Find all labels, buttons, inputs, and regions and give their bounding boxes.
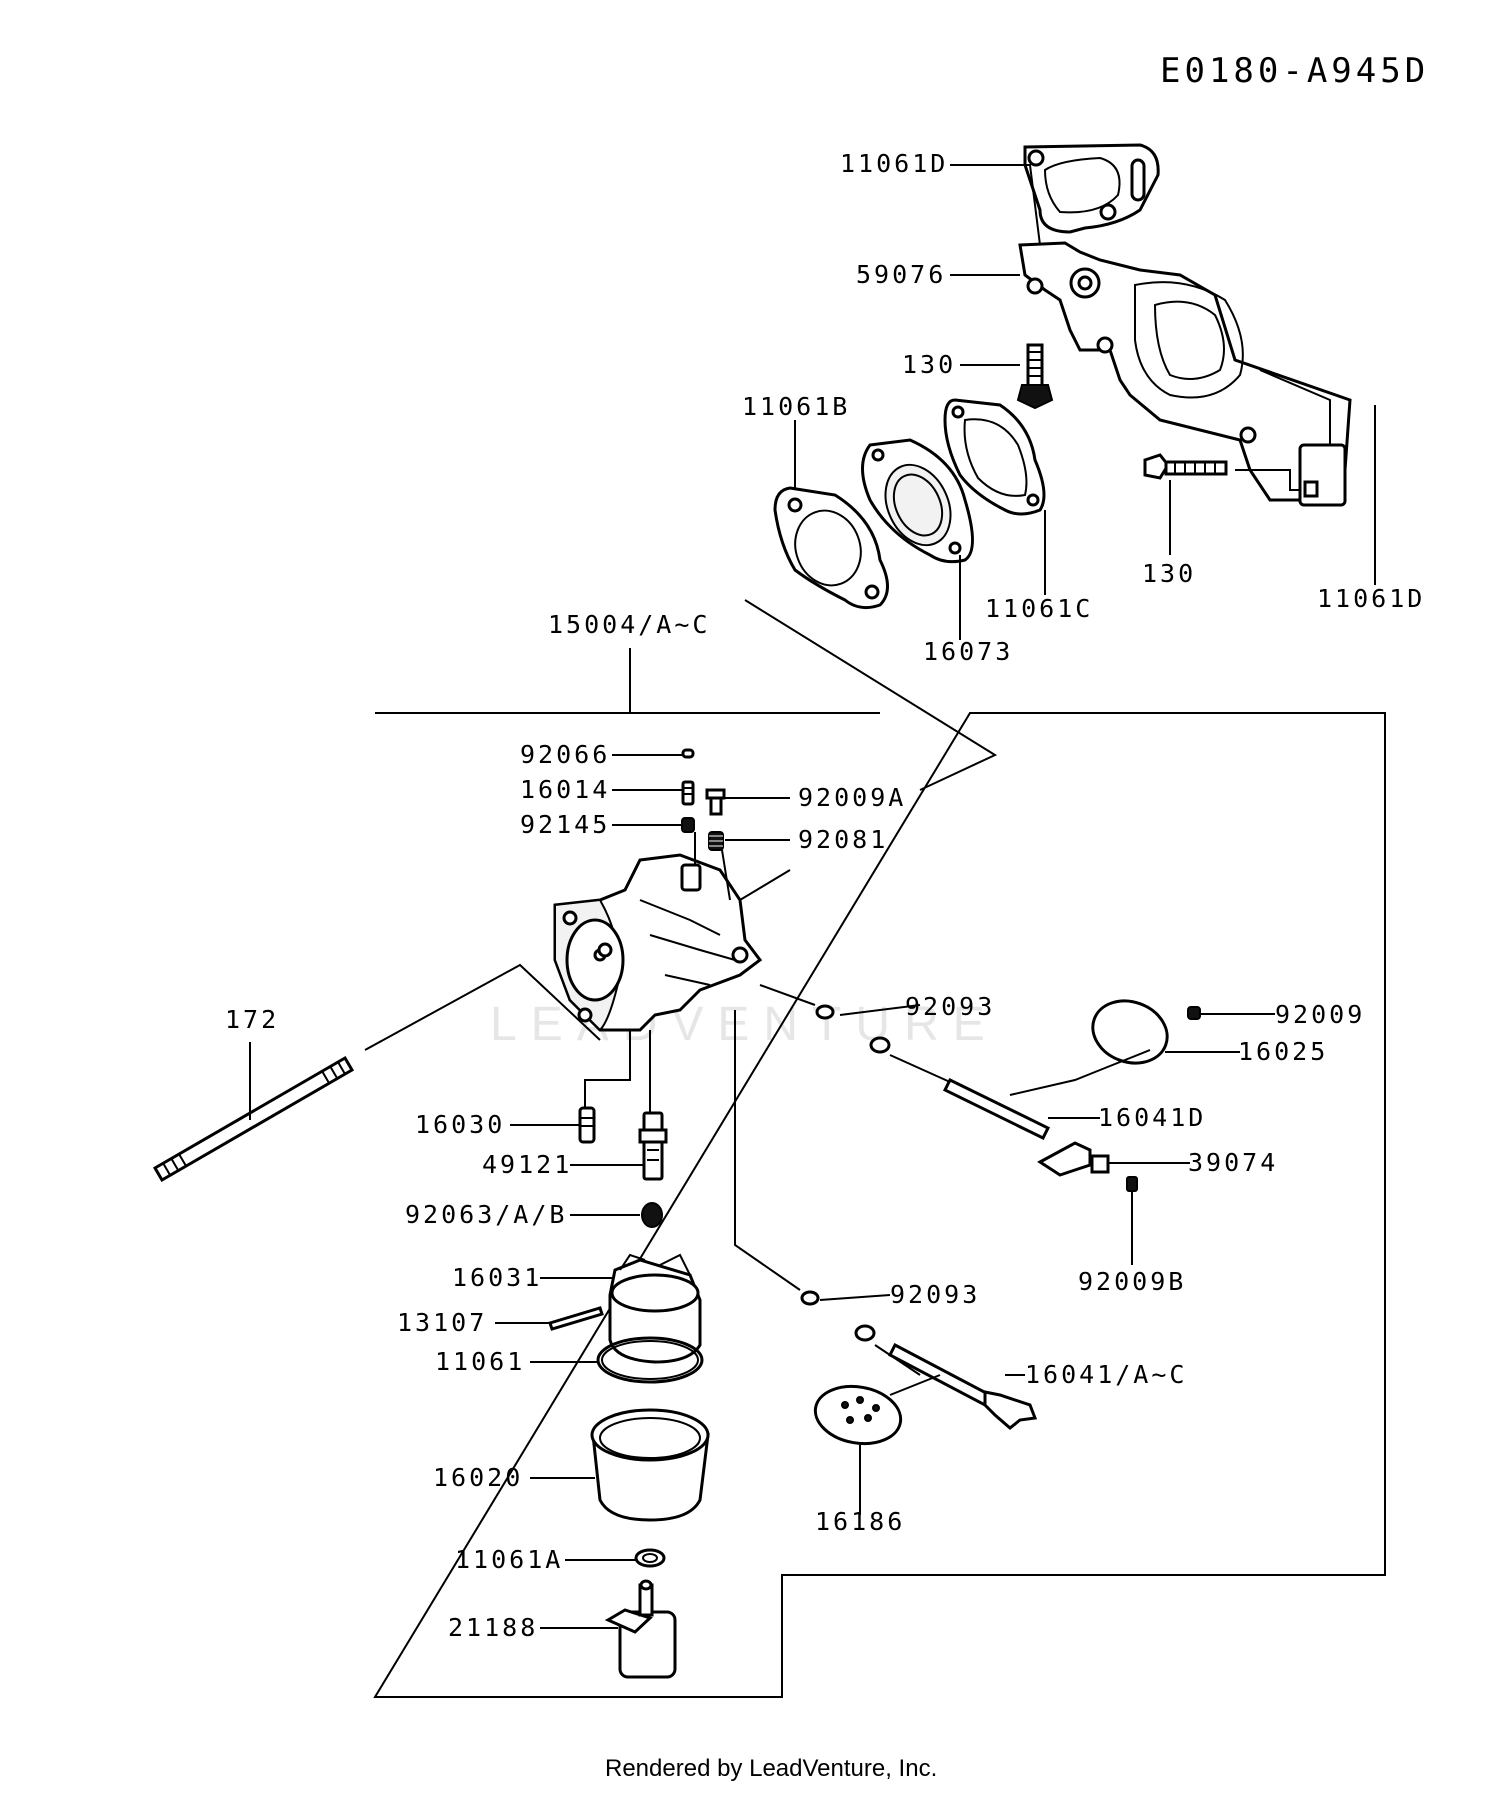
label-11061: 11061: [435, 1347, 525, 1376]
label-11061C: 11061C: [985, 594, 1093, 623]
part-screw-92009B: [1126, 1176, 1138, 1192]
label-21188: 21188: [448, 1613, 538, 1642]
label-92066: 92066: [520, 740, 610, 769]
part-plate-16186: [813, 1384, 903, 1446]
part-stud-172: [152, 1055, 355, 1183]
part-manifold-59076: [1018, 241, 1352, 507]
label-16186: 16186: [815, 1507, 905, 1536]
label-16020: 16020: [433, 1463, 523, 1492]
label-39074: 39074: [1188, 1148, 1278, 1177]
diagram-code: E0180-A945D: [1160, 51, 1429, 91]
part-gasket-11061B: [773, 486, 889, 610]
part-gasket-11061D-top: [1023, 143, 1160, 234]
part-labels: 11061D 59076 130 11061B 130 11061D 11061…: [225, 149, 1425, 1642]
label-130-a: 130: [902, 350, 956, 379]
label-172: 172: [225, 1005, 279, 1034]
label-16030: 16030: [415, 1110, 505, 1139]
part-92081: [708, 831, 724, 851]
label-11061B: 11061B: [742, 392, 850, 421]
part-shaft-16041D: [942, 1077, 1051, 1141]
label-11061D-right: 11061D: [1317, 584, 1425, 613]
label-16041D: 16041D: [1098, 1103, 1206, 1132]
label-92093-b: 92093: [890, 1280, 980, 1309]
part-oring-11061: [596, 1336, 704, 1384]
part-washer-11061A: [634, 1548, 666, 1568]
part-nozzle-49121: [638, 1111, 668, 1181]
part-gasket-11061C: [943, 398, 1046, 516]
part-washer-92093-a: [815, 1004, 891, 1054]
label-16041AC: 16041/A~C: [1025, 1360, 1187, 1389]
part-washer-92093-b: [800, 1290, 876, 1342]
label-13107: 13107: [397, 1308, 487, 1337]
part-lever-39074: [1037, 1141, 1110, 1177]
label-92009A: 92009A: [798, 783, 906, 812]
footer-credit: Rendered by LeadVenture, Inc.: [605, 1755, 937, 1782]
label-92081: 92081: [798, 825, 888, 854]
label-11061D-top: 11061D: [840, 149, 948, 178]
part-insulator-16073: [861, 438, 974, 564]
label-16031: 16031: [452, 1263, 542, 1292]
label-92093-a: 92093: [905, 992, 995, 1021]
part-pin-13107: [548, 1306, 604, 1331]
part-plate-16025: [1091, 999, 1169, 1065]
label-49121: 49121: [482, 1150, 572, 1179]
part-float-16031: [608, 1253, 702, 1364]
leader-lines: [249, 164, 1376, 1629]
label-92009B: 92009B: [1078, 1267, 1186, 1296]
part-jet-16030: [578, 1106, 596, 1144]
part-92009A: [705, 788, 726, 816]
label-16025: 16025: [1238, 1037, 1328, 1066]
label-92145: 92145: [520, 810, 610, 839]
part-bolt-130-a: [1016, 343, 1054, 410]
label-92063: 92063/A/B: [405, 1200, 567, 1229]
label-92009: 92009: [1275, 1000, 1365, 1029]
part-16014: [681, 780, 695, 806]
part-bolt-130-b: [1143, 453, 1228, 480]
carburetor-group-outline: [373, 712, 1386, 1698]
part-screw-92009: [1187, 1006, 1201, 1020]
label-59076: 59076: [856, 260, 946, 289]
label-130-b: 130: [1142, 559, 1196, 588]
label-11061A: 11061A: [455, 1545, 563, 1574]
part-solenoid-21188: [604, 1579, 677, 1679]
part-92066: [681, 748, 695, 759]
part-jet-92063: [641, 1202, 663, 1228]
part-carburetor-body: [553, 853, 763, 1032]
part-bowl-16020: [590, 1408, 710, 1522]
label-16014: 16014: [520, 775, 610, 804]
part-92145: [681, 817, 695, 833]
label-16073: 16073: [923, 637, 1013, 666]
label-15004: 15004/A~C: [548, 610, 710, 639]
